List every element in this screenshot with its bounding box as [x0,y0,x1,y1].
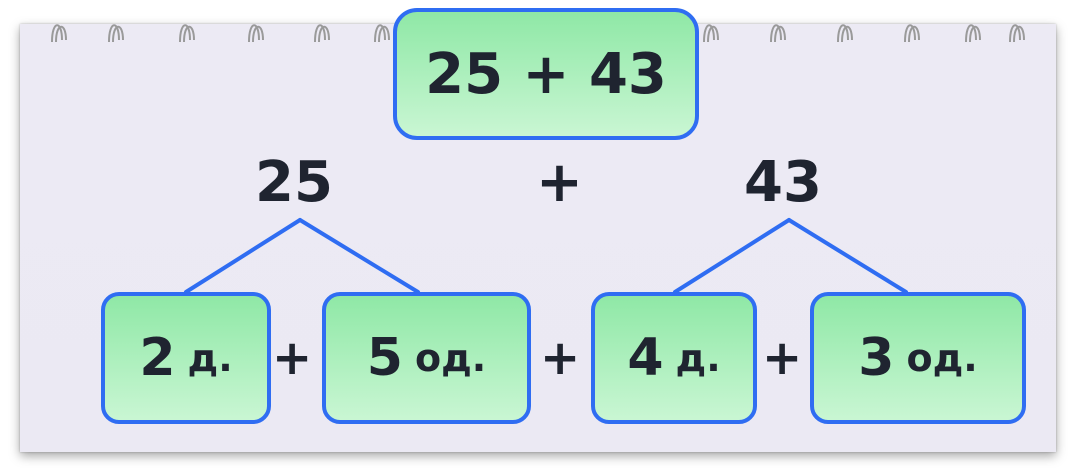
ones-value-25: 5 [366,328,403,388]
left-number: 25 [255,150,333,215]
expression-text: 25 + 43 [425,41,667,107]
expression-box: 25 + 43 [393,8,699,140]
plus-sign-3: + [762,330,803,386]
tens-unit-25: д. [187,336,233,380]
ones-unit-43: од. [906,336,978,380]
ones-value-43: 3 [858,328,895,388]
branch-line-43-right [787,218,908,294]
tens-value-25: 2 [139,328,176,388]
top-plus-sign: + [536,150,583,215]
branch-line-25-left [184,218,302,294]
spiral-binding [51,24,1025,43]
spiral-ring-icon [51,24,1025,43]
tens-unit-43: д. [675,336,721,380]
branch-line-25-right [298,218,420,294]
plus-sign-1: + [272,330,313,386]
tens-box-25: 2 д. [101,292,271,424]
ones-box-43: 3 од. [810,292,1026,424]
tens-box-43: 4 д. [591,292,757,424]
ones-box-25: 5 од. [322,292,531,424]
tens-value-43: 4 [627,328,664,388]
ones-unit-25: од. [414,336,487,380]
branch-line-43-left [673,218,791,294]
right-number: 43 [744,150,822,215]
plus-sign-2: + [540,330,581,386]
